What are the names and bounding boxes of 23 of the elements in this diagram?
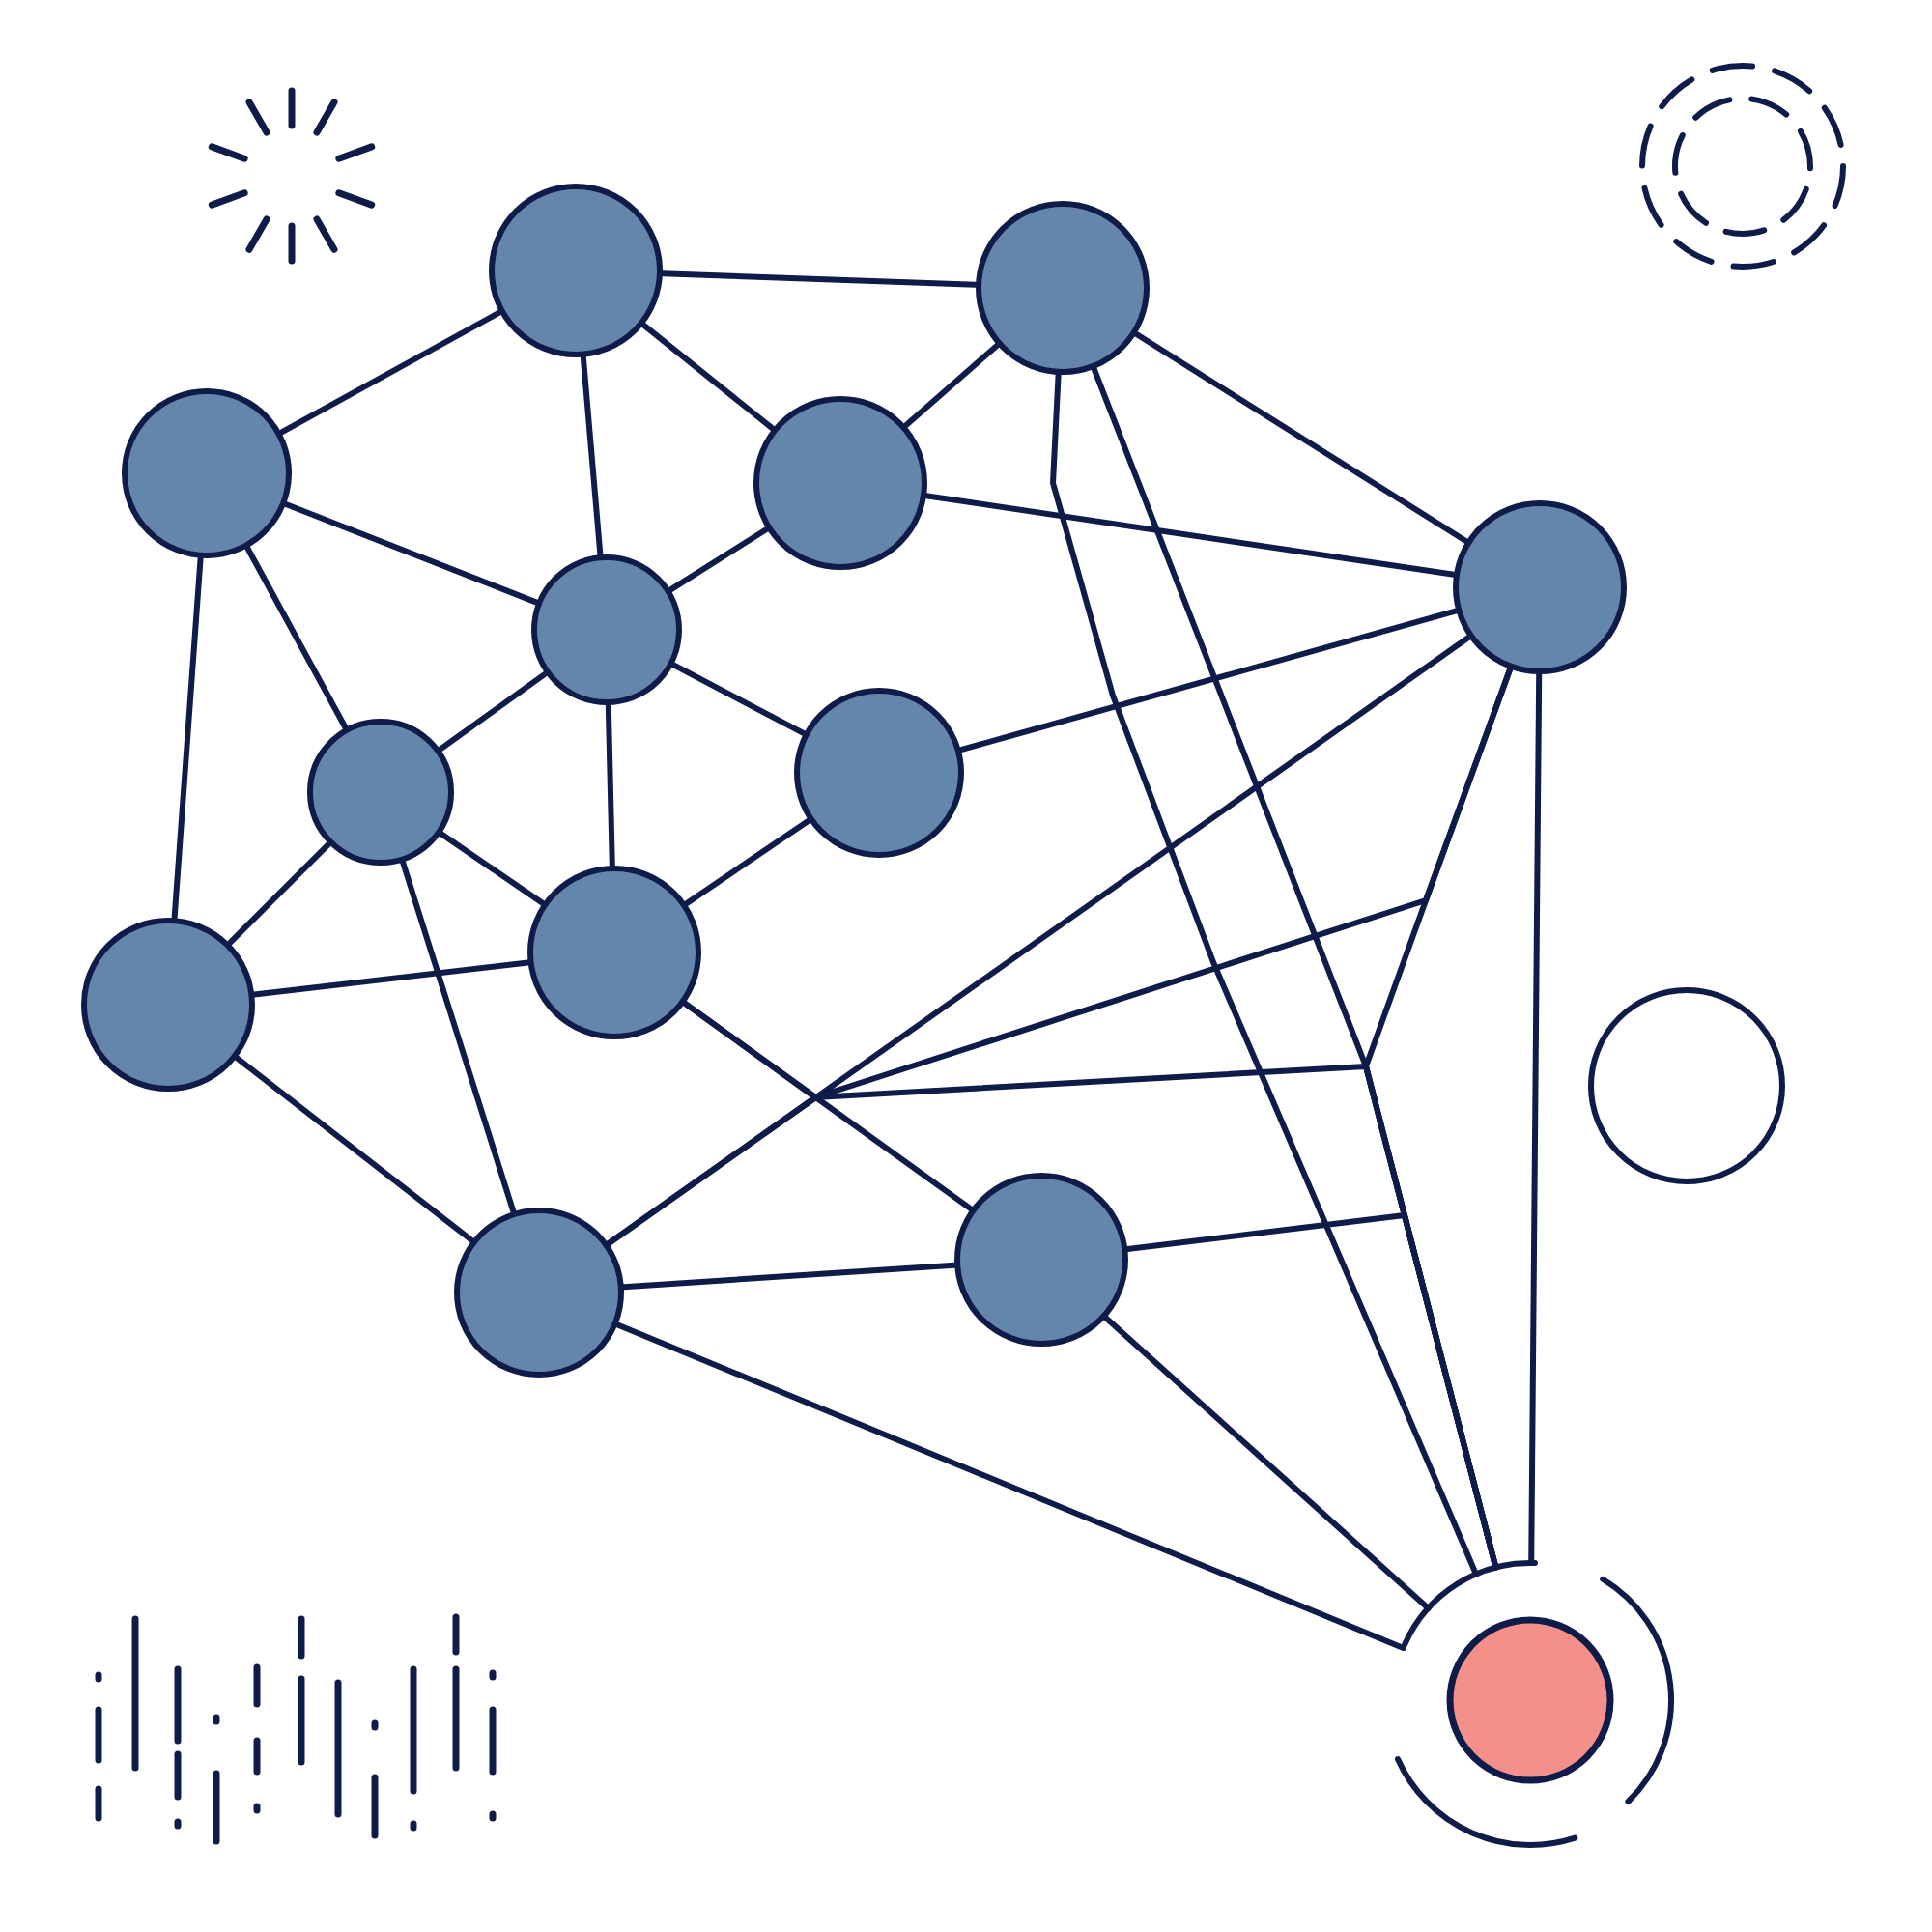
connector-line [902, 342, 1001, 429]
connector-line [682, 1000, 1499, 1571]
connector-line [1133, 330, 1469, 545]
connector-line [226, 840, 332, 947]
connector-line [580, 354, 604, 558]
connector-line [683, 817, 812, 907]
connector-line [605, 702, 615, 868]
connector-line [668, 526, 770, 593]
connector-line [614, 1321, 1406, 1651]
connector-line [670, 662, 807, 737]
connector-line [660, 270, 979, 288]
connector-line [171, 554, 204, 922]
connector-line [620, 1262, 958, 1291]
connector-line [640, 322, 776, 432]
connector-line [251, 959, 531, 998]
connector-line [923, 493, 1457, 578]
connector-line [438, 831, 546, 906]
connector-line [278, 309, 503, 436]
connector-line [234, 1055, 475, 1243]
connector-line [437, 670, 549, 753]
connector-line [1102, 1315, 1432, 1611]
connector-line [1528, 671, 1543, 1566]
connector-line [244, 545, 349, 731]
